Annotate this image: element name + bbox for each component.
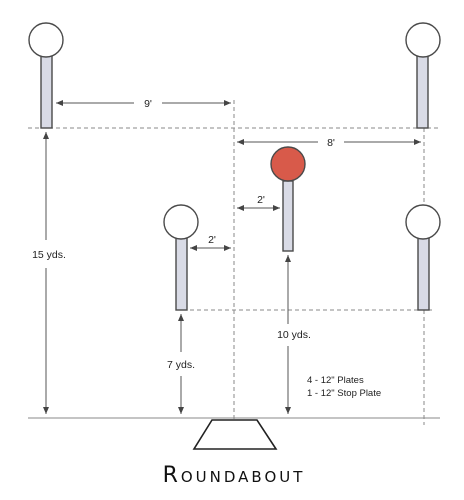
shooting-box	[192, 419, 278, 450]
target-near-right	[405, 204, 441, 311]
eight-ft-label: 8'	[327, 137, 335, 149]
ten-yds-label: 10 yds.	[277, 329, 311, 341]
fifteen-yds-label: 15 yds.	[32, 249, 66, 261]
two-ft-upper-label: 2'	[257, 194, 265, 206]
nine-ft-label: 9'	[144, 98, 152, 110]
two-ft-lower-label: 2'	[208, 234, 216, 246]
seven-yds-label: 7 yds.	[167, 359, 195, 371]
reference-lines	[28, 100, 440, 425]
stop-plate-target	[270, 146, 306, 252]
dimension-arrows	[43, 100, 421, 414]
target-near-left	[163, 204, 199, 311]
legend-stop-plate: 1 - 12" Stop Plate	[307, 388, 381, 399]
diagram-title: Roundabout	[163, 463, 306, 488]
target-far-right	[405, 22, 441, 129]
target-far-left	[28, 22, 64, 129]
legend-plates: 4 - 12" Plates	[307, 375, 364, 386]
